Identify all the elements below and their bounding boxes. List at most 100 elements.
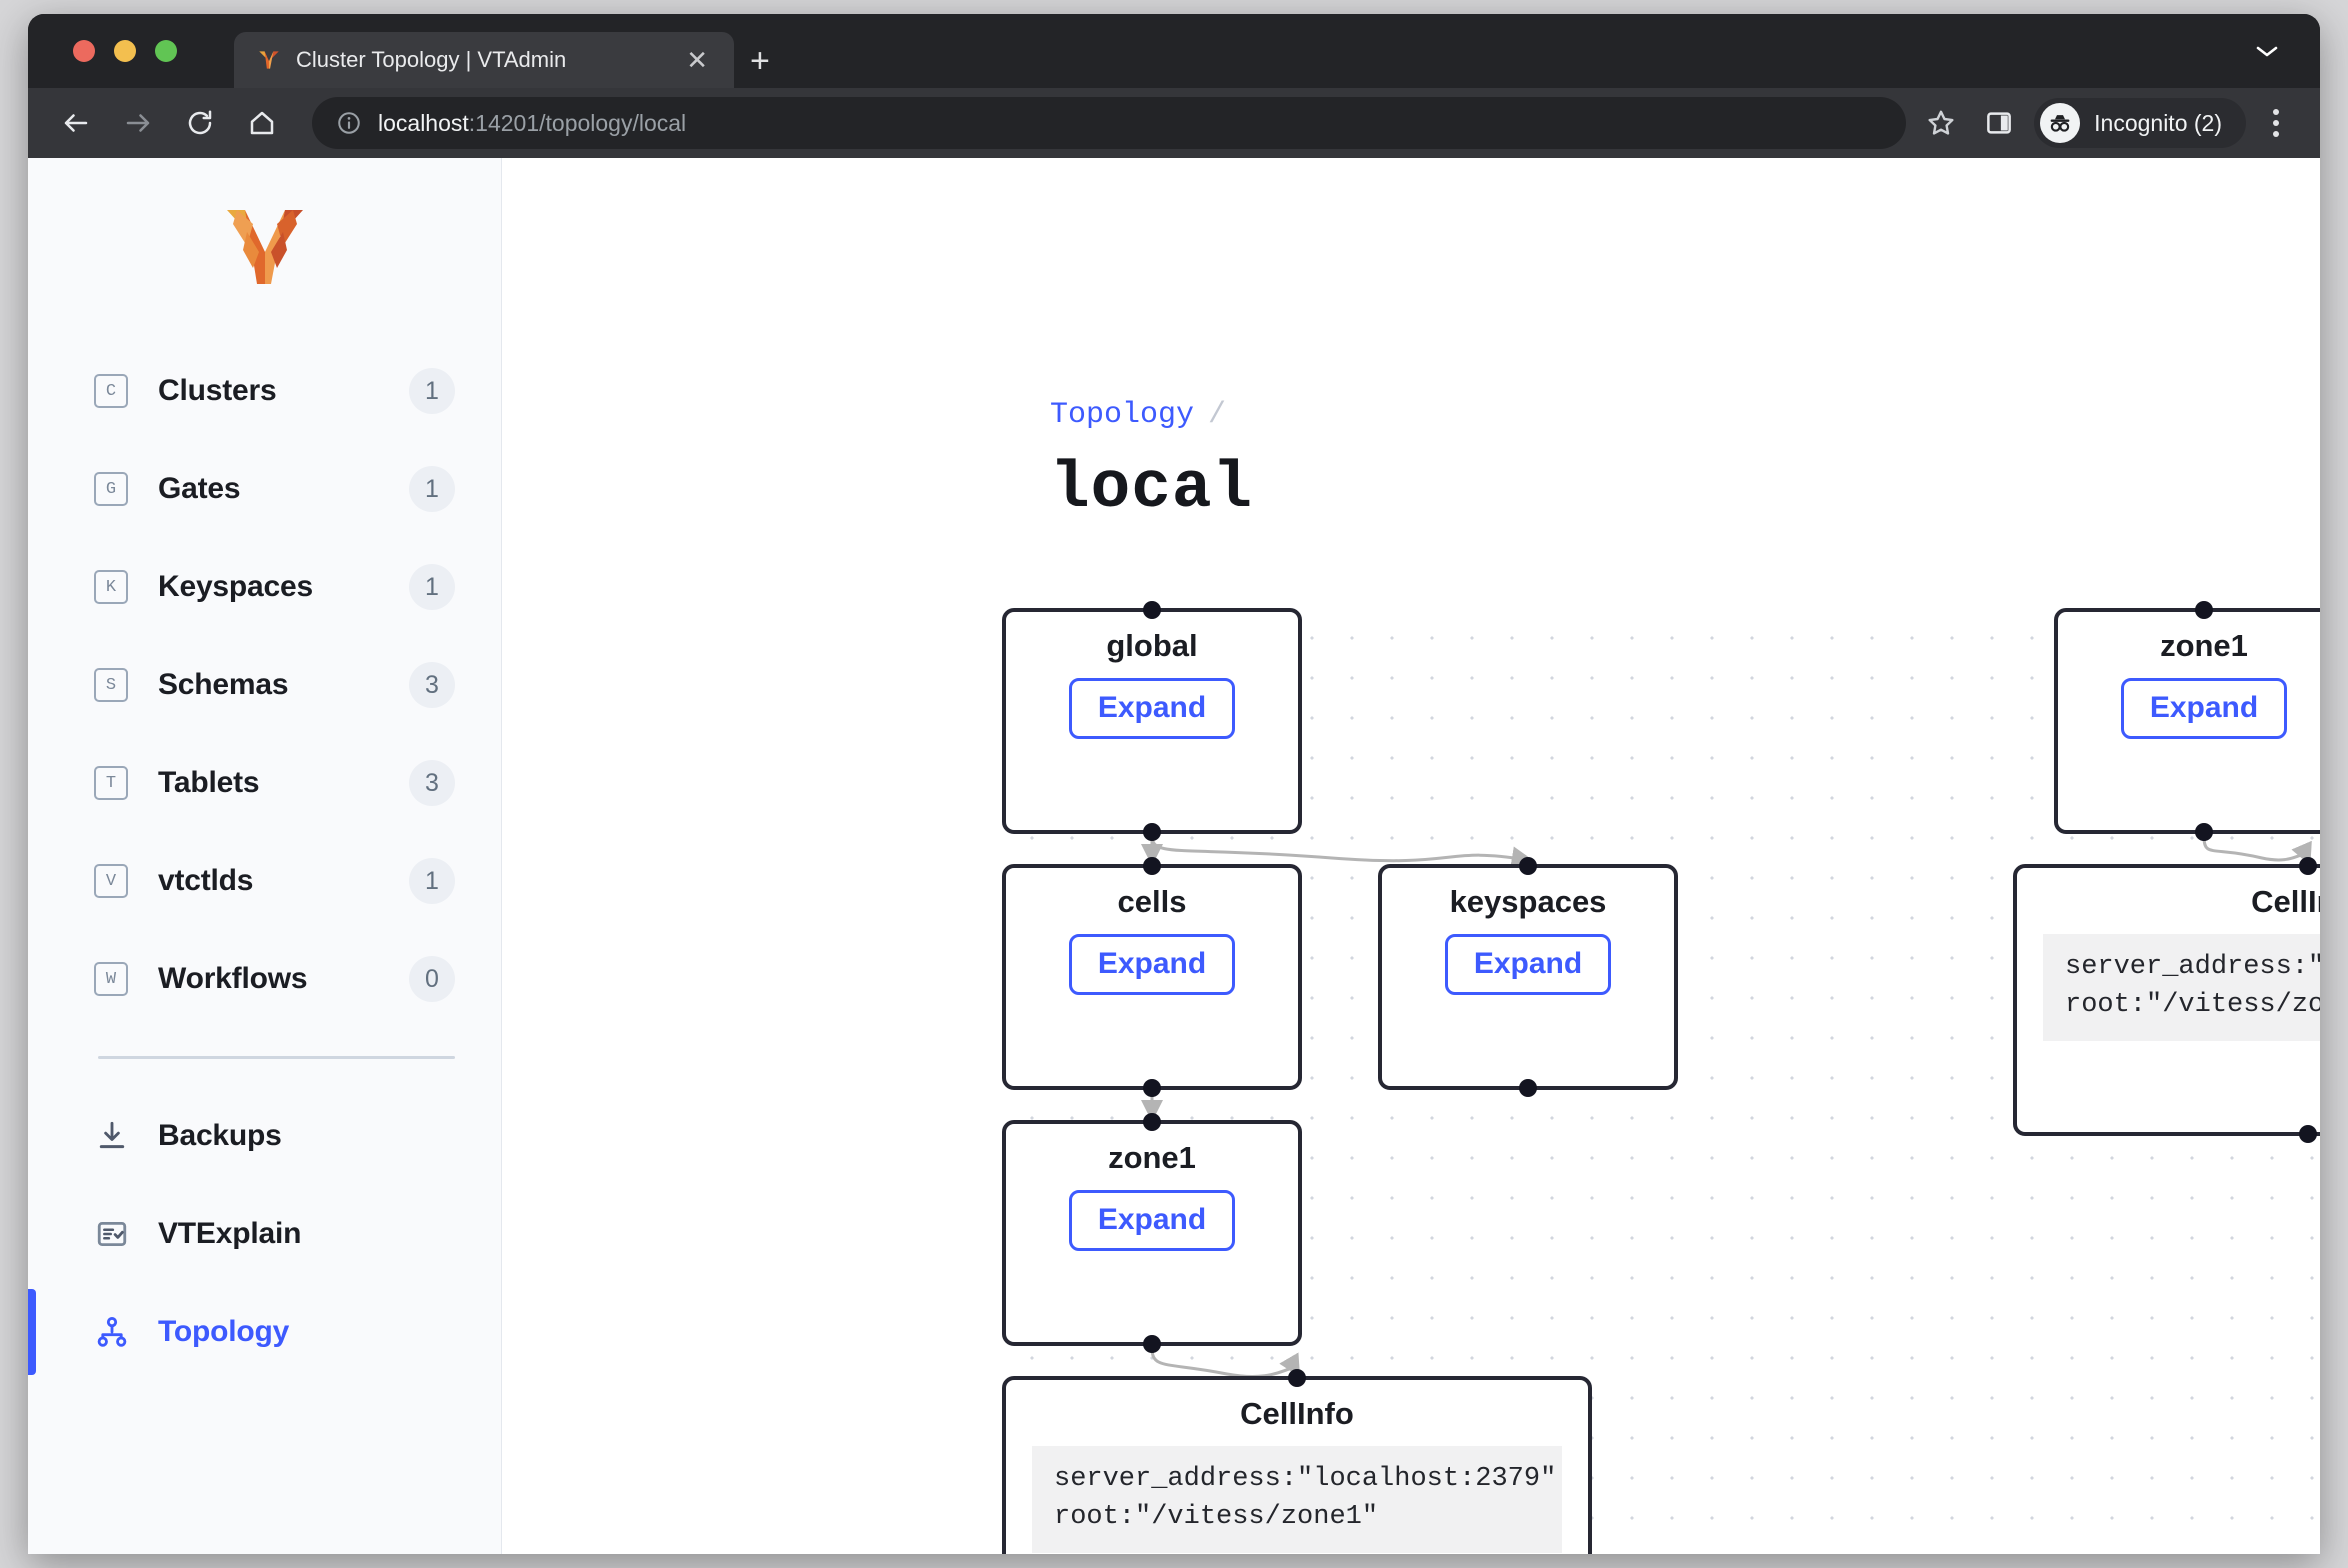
- active-accent-bar: [28, 838, 36, 924]
- topology-node-cells[interactable]: cells Expand: [1002, 857, 1302, 1097]
- window-maximize-button[interactable]: [155, 40, 177, 62]
- address-bar-host: localhost: [378, 109, 469, 136]
- info-circle-icon[interactable]: [336, 110, 362, 136]
- main-content: Topology / local: [502, 158, 2320, 1554]
- sidebar-secondary-nav: Backups VTExplain: [28, 1087, 501, 1381]
- arrow-left-icon: [64, 114, 88, 132]
- window-minimize-button[interactable]: [114, 40, 136, 62]
- arrow-right-icon: [126, 114, 150, 132]
- side-panel-button[interactable]: [1974, 98, 2024, 148]
- reload-button[interactable]: [174, 97, 226, 149]
- sidebar-item-vtctlds[interactable]: V vtctlds 1: [28, 832, 501, 930]
- sidebar-item-label: Topology: [158, 1315, 290, 1348]
- sidebar-item-label: Gates: [158, 472, 241, 505]
- window-close-button[interactable]: [73, 40, 95, 62]
- sidebar-item-label: Tablets: [158, 766, 260, 799]
- close-icon[interactable]: ✕: [686, 45, 708, 75]
- edge-global-keyspaces: [1150, 835, 1534, 869]
- sidebar-item-label: Workflows: [158, 962, 308, 995]
- sidebar-item-backups[interactable]: Backups: [28, 1087, 501, 1185]
- node-code-block: server_address:"localhost:2379" root:"/v…: [2043, 934, 2320, 1041]
- sidebar-item-clusters[interactable]: C Clusters 1: [28, 342, 501, 440]
- address-bar[interactable]: localhost:14201/topology/local: [312, 97, 1907, 149]
- breadcrumb-separator: /: [1208, 398, 1227, 432]
- node-title: cells: [1117, 884, 1187, 919]
- page-body: C Clusters 1 G Gates 1 K Keyspaces 1: [28, 158, 2320, 1554]
- checklist-icon: [94, 1216, 130, 1252]
- letter-badge-icon: G: [94, 472, 128, 506]
- letter-badge-icon: C: [94, 374, 128, 408]
- address-bar-url: localhost:14201/topology/local: [378, 110, 686, 137]
- sidebar-item-gates[interactable]: G Gates 1: [28, 440, 501, 538]
- browser-window: Cluster Topology | VTAdmin ✕ +: [28, 14, 2320, 1554]
- breadcrumb-link-topology[interactable]: Topology: [1050, 398, 1195, 432]
- topology-node-zone1-top[interactable]: zone1 Expand: [2054, 601, 2320, 841]
- expand-button[interactable]: Expand: [2120, 678, 2288, 739]
- bookmark-button[interactable]: [1916, 98, 1966, 148]
- sidebar-item-vtexplain[interactable]: VTExplain: [28, 1185, 501, 1283]
- node-code-block: server_address:"localhost:2379" root:"/v…: [1032, 1446, 1562, 1553]
- browser-tab[interactable]: Cluster Topology | VTAdmin ✕: [234, 32, 734, 88]
- active-accent-bar: [28, 1289, 36, 1375]
- topology-graph[interactable]: global Expand zone1 Expand cells Expand: [1002, 601, 2320, 1554]
- sidebar-item-tablets[interactable]: T Tablets 3: [28, 734, 501, 832]
- page-title: local: [1050, 451, 1254, 526]
- node-title: CellInfo: [1240, 1396, 1354, 1431]
- node-port-top: [1143, 857, 1161, 875]
- expand-button[interactable]: Expand: [1068, 934, 1236, 995]
- node-port-top: [1143, 1113, 1161, 1131]
- kebab-menu-icon[interactable]: [2254, 98, 2298, 148]
- sidebar-primary-nav: C Clusters 1 G Gates 1 K Keyspaces 1: [28, 342, 501, 1028]
- topology-icon: [94, 1314, 130, 1350]
- topology-node-cellinfo-bottom[interactable]: CellInfo server_address:"localhost:2379"…: [1002, 1369, 1592, 1554]
- profile-chip[interactable]: Incognito (2): [2034, 98, 2246, 148]
- sidebar-item-keyspaces[interactable]: K Keyspaces 1: [28, 538, 501, 636]
- sidebar-item-count: 0: [409, 956, 455, 1002]
- sidebar: C Clusters 1 G Gates 1 K Keyspaces 1: [28, 158, 502, 1554]
- topology-node-global[interactable]: global Expand: [1002, 601, 1302, 841]
- sidebar-item-label: Clusters: [158, 374, 277, 407]
- plus-icon[interactable]: +: [750, 42, 770, 80]
- node-port-bottom: [1143, 1079, 1161, 1097]
- sidebar-item-count: 1: [409, 858, 455, 904]
- topology-node-keyspaces[interactable]: keyspaces Expand: [1378, 857, 1678, 1097]
- expand-button[interactable]: Expand: [1444, 934, 1612, 995]
- sidebar-item-label: VTExplain: [158, 1217, 302, 1250]
- sidebar-item-count: 3: [409, 760, 455, 806]
- node-title: keyspaces: [1449, 884, 1607, 919]
- vitess-logo: [226, 210, 303, 284]
- topology-node-zone1-mid[interactable]: zone1 Expand: [1002, 1113, 1302, 1353]
- node-title: CellInfo: [2251, 884, 2320, 919]
- sidebar-item-schemas[interactable]: S Schemas 3: [28, 636, 501, 734]
- chevron-down-icon[interactable]: [2254, 43, 2280, 59]
- download-icon: [94, 1118, 130, 1154]
- active-accent-bar: [28, 936, 36, 1022]
- forward-button[interactable]: [112, 97, 164, 149]
- browser-tab-title: Cluster Topology | VTAdmin: [296, 47, 567, 72]
- node-title: global: [1106, 628, 1198, 663]
- profile-label: Incognito (2): [2094, 109, 2222, 136]
- sidebar-item-label: Backups: [158, 1119, 282, 1152]
- sidebar-logo[interactable]: [28, 194, 501, 342]
- expand-button[interactable]: Expand: [1068, 678, 1236, 739]
- sidebar-item-label: Schemas: [158, 668, 289, 701]
- node-port-top: [2299, 857, 2317, 875]
- back-button[interactable]: [50, 97, 102, 149]
- expand-button[interactable]: Expand: [1068, 1190, 1236, 1251]
- edge-zone1-cellinfo-bottom: [1150, 1347, 1301, 1378]
- node-title: zone1: [2160, 628, 2248, 663]
- letter-badge-icon: V: [94, 864, 128, 898]
- node-port-top: [2195, 601, 2213, 619]
- letter-badge-icon: T: [94, 766, 128, 800]
- topology-node-cellinfo-right[interactable]: CellInfo server_address:"localhost:2379"…: [2013, 857, 2320, 1143]
- active-accent-bar: [28, 1191, 36, 1277]
- home-button[interactable]: [236, 97, 288, 149]
- active-accent-bar: [28, 544, 36, 630]
- breadcrumb: Topology /: [1050, 398, 1226, 432]
- letter-badge-icon: K: [94, 570, 128, 604]
- node-port-bottom: [1143, 823, 1161, 841]
- sidebar-item-topology[interactable]: Topology: [28, 1283, 501, 1381]
- letter-badge-icon: S: [94, 668, 128, 702]
- sidebar-item-workflows[interactable]: W Workflows 0: [28, 930, 501, 1028]
- sidebar-item-count: 1: [409, 368, 455, 414]
